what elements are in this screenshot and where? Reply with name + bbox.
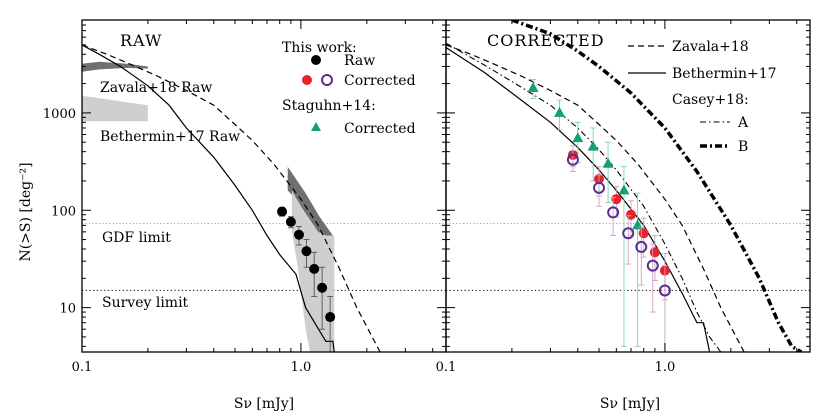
point-staguhn-14-corrected xyxy=(618,184,630,195)
point-raw xyxy=(325,312,336,323)
line-bethermin-17 xyxy=(82,44,335,352)
legend-corrected-label: Corrected xyxy=(344,73,416,89)
point-staguhn-14-corrected xyxy=(587,140,599,151)
x-axis-label-left: Sν [mJy] xyxy=(234,396,294,412)
band-zavala-18-raw xyxy=(82,61,148,72)
y-tick-label: 100 xyxy=(51,204,76,219)
legend-staguhn-label: Corrected xyxy=(344,121,416,137)
bethermin-raw-label: Bethermin+17 Raw xyxy=(100,129,240,145)
survey-limit-label: Survey limit xyxy=(102,295,189,311)
point-corrected xyxy=(611,194,622,205)
x-tick-label: 0.1 xyxy=(72,360,93,375)
panel-right-plot-area xyxy=(446,20,810,352)
plots-layer: 0.1 1.0 10 100 1000 0.1 1.0 xyxy=(43,19,811,375)
point-corrected xyxy=(649,247,660,258)
point-raw-corrected-flux- xyxy=(646,259,659,272)
legend-bethermin-label: Bethermin+17 xyxy=(672,66,777,82)
right-panel-title: CORRECTED xyxy=(487,31,605,50)
point-raw-corrected-flux- xyxy=(566,153,579,166)
x-tick-label: 0.1 xyxy=(436,360,457,375)
left-panel-title: RAW xyxy=(120,31,162,50)
point-raw-corrected-flux- xyxy=(635,240,648,253)
y-axis-label: N(>S) [deg⁻²] xyxy=(18,162,34,261)
point-raw xyxy=(301,246,312,257)
legend-casey-b-label: B xyxy=(738,139,748,155)
point-staguhn-14-corrected xyxy=(602,157,614,168)
point-raw-corrected-flux- xyxy=(658,284,671,297)
x-tick-label: 1.0 xyxy=(291,360,312,375)
point-raw xyxy=(285,216,296,227)
x-tick-label: 1.0 xyxy=(655,360,676,375)
legend-casey-a-label: A xyxy=(737,115,749,131)
legend-staguhn-heading: Staguhn+14: xyxy=(282,98,376,114)
point-staguhn-14-corrected xyxy=(554,106,566,117)
y-tick-label: 10 xyxy=(59,302,76,317)
panel-left-plot-area xyxy=(82,44,446,352)
point-staguhn-14-corrected xyxy=(527,82,539,93)
point-raw xyxy=(309,263,320,274)
point-raw-corrected-flux- xyxy=(622,227,635,240)
point-raw-corrected-flux- xyxy=(593,181,606,194)
y-tick-label: 1000 xyxy=(43,107,76,122)
line-bethermin-17 xyxy=(446,46,711,352)
line-zavala-18 xyxy=(82,44,381,352)
x-axis-label-right: Sν [mJy] xyxy=(600,396,660,412)
point-staguhn-14-corrected xyxy=(572,132,584,143)
line-a xyxy=(446,42,722,352)
gdf-limit-label: GDF limit xyxy=(102,230,171,246)
legend-raw-label: Raw xyxy=(344,53,375,69)
panel-right-frame xyxy=(445,19,811,353)
point-raw-corrected-flux- xyxy=(607,206,620,219)
legend-zavala-label: Zavala+18 xyxy=(672,39,749,55)
line-b xyxy=(511,20,803,352)
point-raw xyxy=(317,282,328,293)
point-raw xyxy=(293,229,304,240)
point-corrected xyxy=(626,209,637,220)
line-zavala-18 xyxy=(446,44,745,352)
legend-casey-heading: Casey+18: xyxy=(672,92,749,108)
point-raw xyxy=(277,206,288,217)
point-corrected xyxy=(638,228,649,239)
legend-raw-marker xyxy=(311,55,321,65)
band-bethermin-17-raw xyxy=(82,95,148,122)
legend-corrected-open-marker xyxy=(321,74,333,86)
legend-staguhn-marker xyxy=(311,122,321,131)
legend-corrected-filled-marker xyxy=(302,75,312,85)
zavala-raw-label: Zavala+18 Raw xyxy=(100,80,212,96)
legend-this-work-heading: This work: xyxy=(282,40,357,56)
